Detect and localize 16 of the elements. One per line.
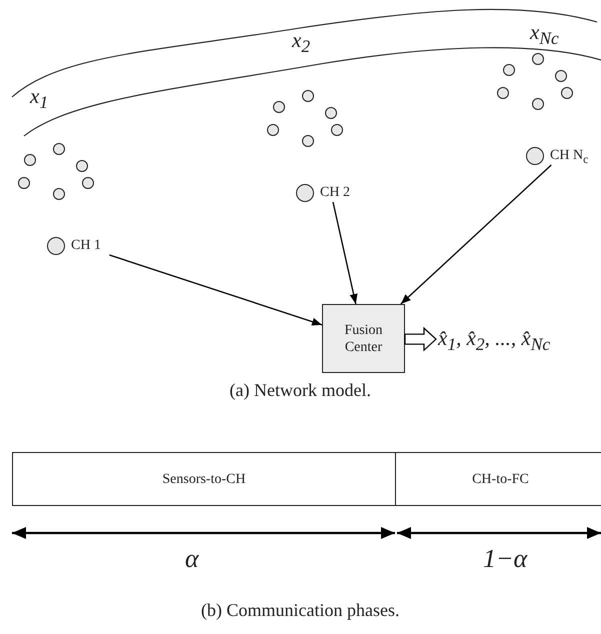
arrow: [109, 254, 322, 326]
arrow: [332, 202, 358, 304]
caption: (b) Communication phases.: [201, 600, 400, 621]
block-arrow: [404, 326, 437, 352]
dimension-label: 1−α: [483, 544, 528, 574]
fusion-center-box: Fusion Center: [322, 304, 405, 373]
caption: (a) Network model.: [230, 380, 371, 401]
arrow: [400, 164, 552, 304]
phase-segment: CH-to-FC: [396, 452, 601, 506]
variable-label: x$_{1}$: [30, 84, 48, 114]
dimension-label: α: [185, 544, 199, 574]
cluster-head-label: CH 1: [71, 237, 101, 255]
variable-label: x$_{2}$: [292, 28, 310, 58]
cluster-head-label: CH N$_{c}$: [550, 147, 588, 168]
phase-segment: Sensors-to-CH: [12, 452, 396, 506]
cluster-head-label: CH 2: [320, 184, 350, 202]
